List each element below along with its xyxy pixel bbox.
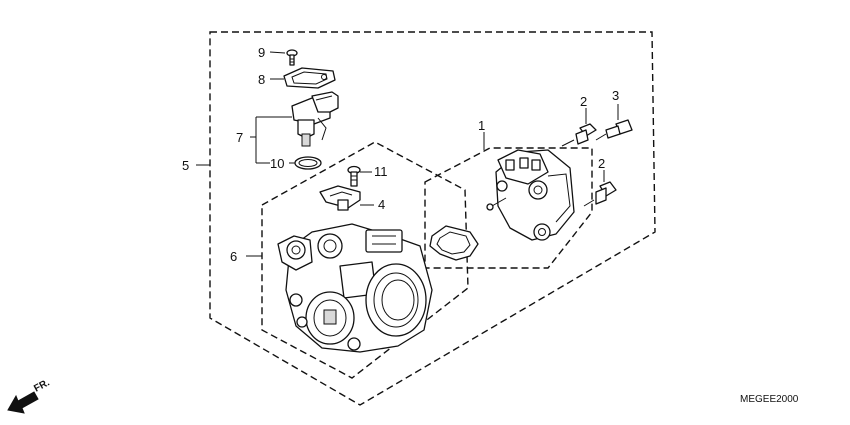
sensor-gasket (429, 225, 479, 261)
callout-1: 1 (478, 118, 485, 133)
direction-label: FR. (32, 377, 52, 394)
callout-4: 4 (378, 197, 385, 212)
sensor-part-7 (291, 91, 339, 147)
diagram-code: MEGEE2000 (740, 394, 799, 405)
callout-8: 8 (258, 72, 265, 87)
gasket-part-8 (283, 67, 336, 89)
callout-5: 5 (182, 158, 189, 173)
throttle-body-part-6 (277, 223, 433, 353)
callout-11: 11 (374, 164, 388, 179)
leader-9 (269, 51, 286, 54)
sensor-unit-part-1 (486, 149, 575, 241)
screw-part-11 (347, 165, 361, 187)
callout-2-upper: 2 (580, 94, 587, 109)
clamp-part-4 (319, 185, 361, 211)
front-direction-arrow-icon (7, 391, 39, 414)
callout-10: 10 (270, 156, 284, 171)
callout-3: 3 (612, 88, 619, 103)
throttle-body-boundary-6 (261, 141, 469, 379)
leader-7 (250, 116, 292, 164)
callout-2-lower: 2 (598, 156, 605, 171)
callout-7: 7 (236, 130, 243, 145)
screw-part-9 (286, 49, 298, 66)
screw-part-2-upper (561, 123, 597, 147)
screw-part-2-lower (583, 181, 617, 207)
callout-6: 6 (230, 249, 237, 264)
bolt-part-3 (595, 119, 633, 141)
callout-9: 9 (258, 45, 265, 60)
assembly-boundary-5 (209, 31, 656, 406)
